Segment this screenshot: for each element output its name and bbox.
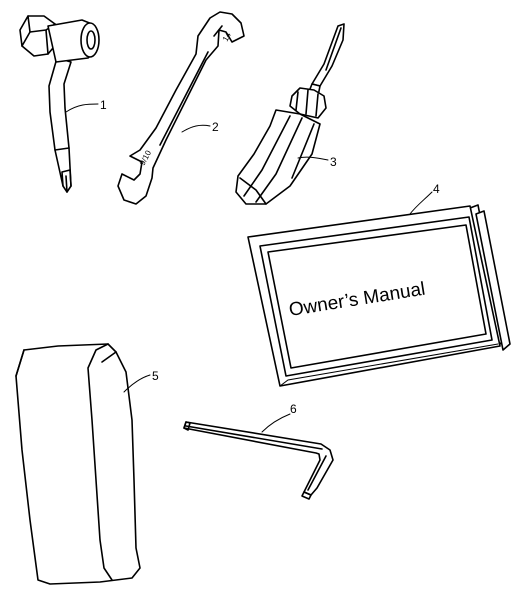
leader-6 — [261, 413, 291, 433]
owners-manual: Owner’s Manual — [247, 204, 511, 387]
callout-6: 6 — [290, 402, 297, 416]
hex-key — [183, 421, 334, 500]
leader-2 — [181, 124, 211, 133]
leader-1 — [65, 103, 99, 113]
screwdriver — [235, 23, 345, 205]
leader-3 — [297, 156, 329, 161]
callout-2: 2 — [212, 120, 219, 134]
spark-plug-wrench — [19, 15, 100, 193]
callout-1: 1 — [100, 98, 107, 112]
callout-3: 3 — [330, 155, 337, 169]
callout-4: 4 — [433, 182, 440, 196]
tool-pouch — [15, 343, 141, 585]
callout-numbers: 1 2 3 4 5 6 — [100, 98, 440, 416]
callout-5: 5 — [152, 369, 159, 383]
callout-leaders — [65, 103, 433, 433]
leader-5 — [123, 374, 151, 393]
leader-4 — [409, 191, 433, 215]
open-end-wrench: 14 9/10 — [117, 11, 245, 205]
